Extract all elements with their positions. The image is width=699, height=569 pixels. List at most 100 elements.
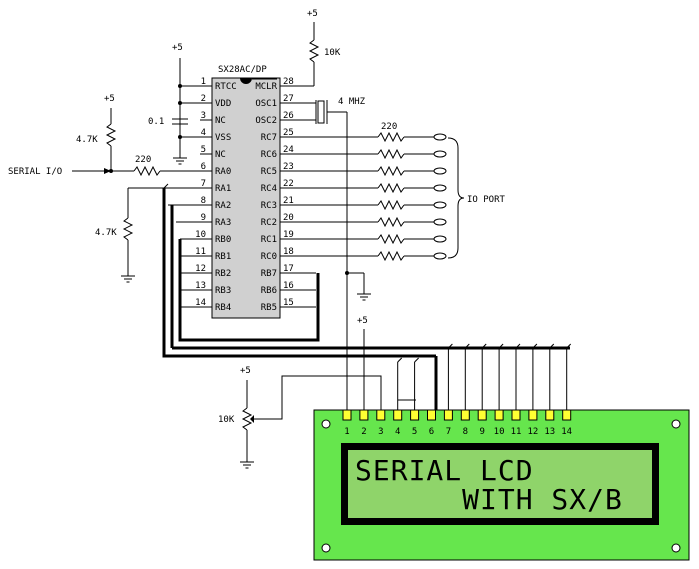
chip-pin-number: 22 <box>283 179 294 189</box>
chip-pin-number: 28 <box>283 77 294 87</box>
chip-pin-label: RA3 <box>215 218 231 228</box>
lcd-pin-number: 6 <box>429 427 434 437</box>
chip-pin-label: NC <box>215 116 226 126</box>
crystal: 4 MHZ <box>280 97 372 415</box>
chip-pin-number: 18 <box>283 247 294 257</box>
lcd-pin-number: 13 <box>544 427 555 437</box>
vcc-label-pullup: +5 <box>104 94 115 104</box>
chip-pin-number: 24 <box>283 145 294 155</box>
chip-pin-number: 4 <box>201 128 206 138</box>
chip-pin-label: RB5 <box>261 303 277 313</box>
chip-pin-number: 27 <box>283 94 294 104</box>
pullup-label: 4.7K <box>76 135 98 145</box>
vcc-label-pot: +5 <box>240 366 251 376</box>
chip-pin-label: RB2 <box>215 269 231 279</box>
chip-pin-label: VDD <box>215 99 231 109</box>
chip-pin-number: 20 <box>283 213 294 223</box>
chip-pin-number: 7 <box>201 179 206 189</box>
lcd-pin-number: 4 <box>395 427 400 437</box>
lcd-pin-number: 1 <box>344 427 349 437</box>
chip-pin-number: 6 <box>201 162 206 172</box>
vcc-label-lcd: +5 <box>357 316 368 326</box>
lcd-pin-number: 12 <box>527 427 538 437</box>
lcd-pin-number: 14 <box>561 427 572 437</box>
lcd-pin-number: 9 <box>479 427 484 437</box>
power-left: +5 0.1 <box>148 43 212 165</box>
chip-pin-label: RB4 <box>215 303 231 313</box>
chip-pin-label: RB3 <box>215 286 231 296</box>
chip-pin-label: VSS <box>215 133 231 143</box>
vcc-label-left: +5 <box>172 43 183 53</box>
lcd-line1: SERIAL LCD <box>355 454 534 487</box>
chip-pin-number: 11 <box>195 247 206 257</box>
chip-pin-label: RA0 <box>215 167 231 177</box>
lcd-screen <box>348 450 652 518</box>
chip-pin-label: RC4 <box>261 184 277 194</box>
chip-name: SX28AC/DP <box>218 65 267 75</box>
lcd-data-taps <box>397 343 572 410</box>
chip-pin-number: 9 <box>201 213 206 223</box>
chip-pin-label: RA2 <box>215 201 231 211</box>
port-resistor-label: 220 <box>381 122 397 132</box>
crystal-label: 4 MHZ <box>338 97 366 107</box>
lcd-pin-number: 5 <box>412 427 417 437</box>
chip-pin-label: NC <box>215 150 226 160</box>
lcd-line2: WITH SX/B <box>355 483 623 516</box>
lcd-pin-number: 10 <box>494 427 505 437</box>
lcd-pin-number: 8 <box>463 427 468 437</box>
chip-pin-label: RB7 <box>261 269 277 279</box>
ra1-pulldown: 4.7K <box>95 187 212 283</box>
chip-pin-number: 19 <box>283 230 294 240</box>
lcd-pin-number: 3 <box>378 427 383 437</box>
chip-pin-number: 12 <box>195 264 206 274</box>
chip-pin-label: MCLR <box>255 82 277 92</box>
pulldown-label: 4.7K <box>95 228 117 238</box>
chip-pin-label: RC7 <box>261 133 277 143</box>
lcd-pin-number: 7 <box>446 427 451 437</box>
chip-pin-label: RC3 <box>261 201 277 211</box>
chip-pin-label: OSC1 <box>255 99 277 109</box>
chip-pin-label: RC1 <box>261 235 277 245</box>
io-port-label: IO PORT <box>467 195 506 205</box>
rb-right-wires <box>280 272 316 308</box>
chip-pin-number: 26 <box>283 111 294 121</box>
chip-pin-number: 23 <box>283 162 294 172</box>
pot-label: 10K <box>218 415 235 425</box>
mclr-resistor-label: 10K <box>324 48 341 58</box>
chip-pin-number: 1 <box>201 77 206 87</box>
chip-pin-number: 16 <box>283 281 294 291</box>
serial-resistor-label: 220 <box>135 155 151 165</box>
chip-pin-number: 2 <box>201 94 206 104</box>
lcd-pin-number: 11 <box>511 427 522 437</box>
chip-pin-number: 13 <box>195 281 206 291</box>
lcd-pin-number: 2 <box>361 427 366 437</box>
chip-pin-label: RB0 <box>215 235 231 245</box>
cap-label: 0.1 <box>148 117 164 127</box>
chip-pin-label: RC0 <box>261 252 277 262</box>
chip-pin-number: 25 <box>283 128 294 138</box>
chip-pin-label: RC2 <box>261 218 277 228</box>
chip-pin-number: 10 <box>195 230 206 240</box>
chip-pin-label: RB1 <box>215 252 231 262</box>
mclr-pullup: +5 10K <box>280 9 341 87</box>
chip-pin-label: RC5 <box>261 167 277 177</box>
serial-io-label: SERIAL I/O <box>8 167 62 177</box>
serial-input: +5 4.7K SERIAL I/O 220 <box>8 94 212 177</box>
chip-pin-number: 3 <box>201 111 206 121</box>
chip-pin-number: 14 <box>195 298 206 308</box>
chip-pin-label: RA1 <box>215 184 231 194</box>
rb-left-wires <box>180 238 212 308</box>
chip-pin-label: RC6 <box>261 150 277 160</box>
lcd-power: +5 +5 10K <box>218 316 382 469</box>
chip-pin-number: 15 <box>283 298 294 308</box>
io-port: 220 IO PORT <box>292 122 506 262</box>
chip-pin-number: 8 <box>201 196 206 206</box>
chip-pin-label: OSC2 <box>255 116 277 126</box>
chip-pin-number: 17 <box>283 264 294 274</box>
chip-pin-number: 21 <box>283 196 294 206</box>
